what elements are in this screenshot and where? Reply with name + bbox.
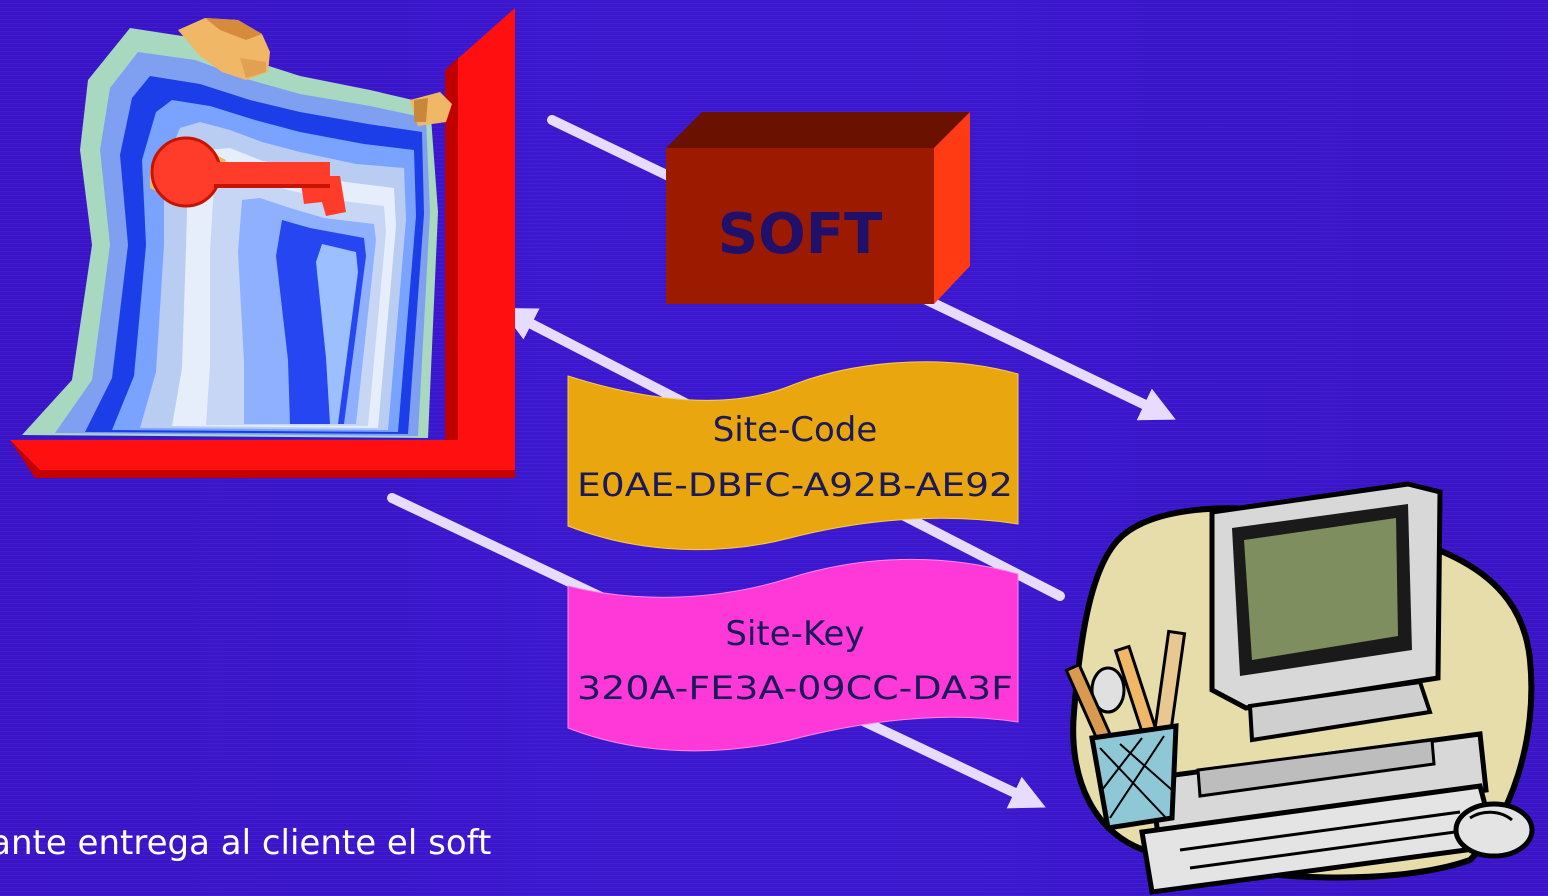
key-icon xyxy=(150,136,346,216)
person-at-door-illustration xyxy=(10,8,515,478)
computer-icon xyxy=(1070,481,1535,895)
pencil-cup-icon xyxy=(1064,629,1187,831)
site-code-scroll: Site-Code E0AE-DBFC-A92B-AE92 xyxy=(567,361,1019,551)
mouse-icon xyxy=(1453,801,1535,859)
site-key-scroll: Site-Key 320A-FE3A-09CC-DA3F xyxy=(567,558,1019,752)
soft-box-label: SOFT xyxy=(718,202,882,267)
site-key-value: 320A-FE3A-09CC-DA3F xyxy=(577,669,1013,707)
site-key-label: Site-Key xyxy=(725,614,864,654)
site-code-label: Site-Code xyxy=(713,410,878,450)
soft-box: SOFT xyxy=(666,112,970,304)
slide-caption: ricante entrega al cliente el soft xyxy=(0,823,492,863)
site-code-value: E0AE-DBFC-A92B-AE92 xyxy=(577,466,1013,504)
